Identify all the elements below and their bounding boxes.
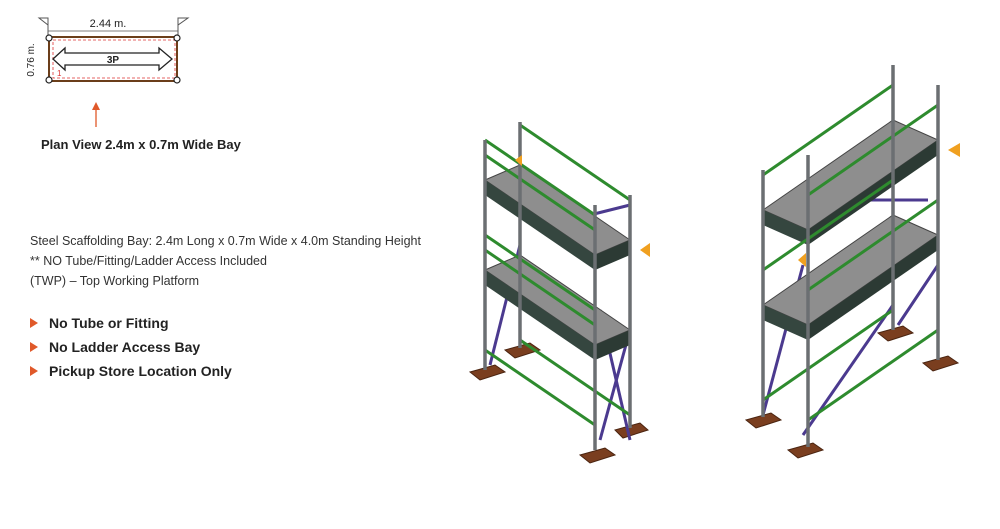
scaffold-deck-upper <box>483 164 632 270</box>
corner-node <box>45 76 53 84</box>
plank-clip-icon <box>515 155 650 257</box>
description-line: Steel Scaffolding Bay: 2.4m Long x 0.7m … <box>30 234 421 248</box>
scaffold-bay-illustration-right <box>744 65 960 459</box>
triangle-bullet-icon <box>30 318 38 328</box>
corner-node <box>173 76 181 84</box>
right-flag-icon <box>177 17 190 38</box>
pointer-arrow-icon <box>92 102 100 127</box>
plan-length-label: 2.44 m. <box>90 18 127 30</box>
plan-corner-mark: 1 <box>57 69 62 78</box>
scaffold-bay-illustration-left <box>468 122 650 464</box>
triangle-bullet-icon <box>30 342 38 352</box>
left-flag-icon <box>37 17 49 38</box>
plan-bay-label: 3P <box>107 55 120 66</box>
scaffold-ledgers <box>762 83 939 422</box>
description-line: (TWP) – Top Working Platform <box>30 274 200 288</box>
scaffold-ledgers <box>484 123 631 427</box>
double-arrow-icon <box>52 46 174 72</box>
plan-caption: Plan View 2.4m x 0.7m Wide Bay <box>41 137 241 152</box>
triangle-bullet-icon <box>30 366 38 376</box>
plan-view-drawing: 2.44 m. 0.76 m. 3P 1 <box>26 17 190 127</box>
corner-node <box>173 34 181 42</box>
feature-label: No Ladder Access Bay <box>49 339 201 355</box>
description-block: Steel Scaffolding Bay: 2.4m Long x 0.7m … <box>30 231 421 291</box>
feature-item: No Ladder Access Bay <box>30 335 232 359</box>
plank-clip-icon <box>798 143 960 267</box>
scaffold-deck-lower <box>483 254 632 360</box>
scaffold-base-plates <box>744 325 960 459</box>
feature-label: No Tube or Fitting <box>49 315 169 331</box>
feature-item: No Tube or Fitting <box>30 311 232 335</box>
bay-outline <box>48 36 178 82</box>
feature-list: No Tube or Fitting No Ladder Access Bay … <box>30 311 232 383</box>
feature-item: Pickup Store Location Only <box>30 359 232 383</box>
feature-label: Pickup Store Location Only <box>49 363 232 379</box>
corner-node <box>45 34 53 42</box>
plan-width-label: 0.76 m. <box>26 43 37 76</box>
scaffold-standards <box>761 65 940 447</box>
description-line: ** NO Tube/Fitting/Ladder Access Include… <box>30 254 267 268</box>
